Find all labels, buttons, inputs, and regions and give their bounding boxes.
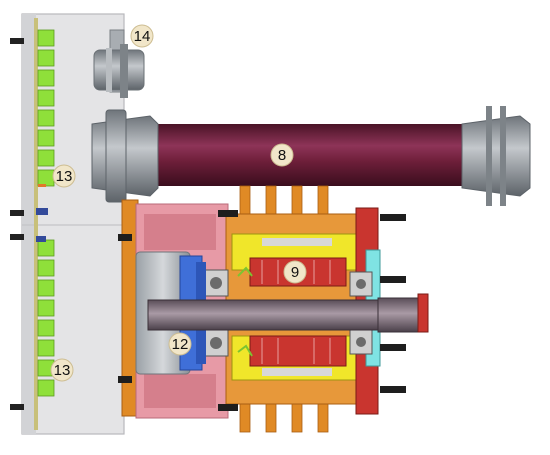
callout-13-lower: 13 [50,358,74,382]
callout-8: 8 [270,143,294,167]
battery-cell [37,29,55,47]
callout-14: 14 [130,24,154,48]
callout-12-text: 12 [172,336,189,353]
battery-cell [37,129,55,147]
battery-cell [37,89,55,107]
battery-cell [37,149,55,167]
callout-12: 12 [168,332,192,356]
battery-cell [37,259,55,277]
connector-assembly [93,29,145,98]
tube-assembly [91,106,531,206]
callout-13-upper: 13 [52,164,76,188]
battery-cell [37,239,55,257]
battery-cell [37,109,55,127]
battery-cell [37,379,55,397]
callout-13-upper-text: 13 [56,168,73,185]
callout-9-text: 9 [291,264,299,281]
battery-cell [37,279,55,297]
callout-14-text: 14 [134,28,151,45]
battery-cell [37,169,55,187]
battery-cells-upper [37,29,55,187]
battery-cells-lower [37,239,55,397]
battery-cell [37,49,55,67]
battery-cell [37,69,55,87]
callout-13-lower-text: 13 [54,362,71,379]
housing-screws [10,38,48,410]
battery-cell [37,299,55,317]
battery-cell [37,339,55,357]
battery-cell [37,319,55,337]
motor-assembly [118,185,429,433]
callout-9: 9 [283,260,307,284]
callout-8-text: 8 [278,147,286,164]
